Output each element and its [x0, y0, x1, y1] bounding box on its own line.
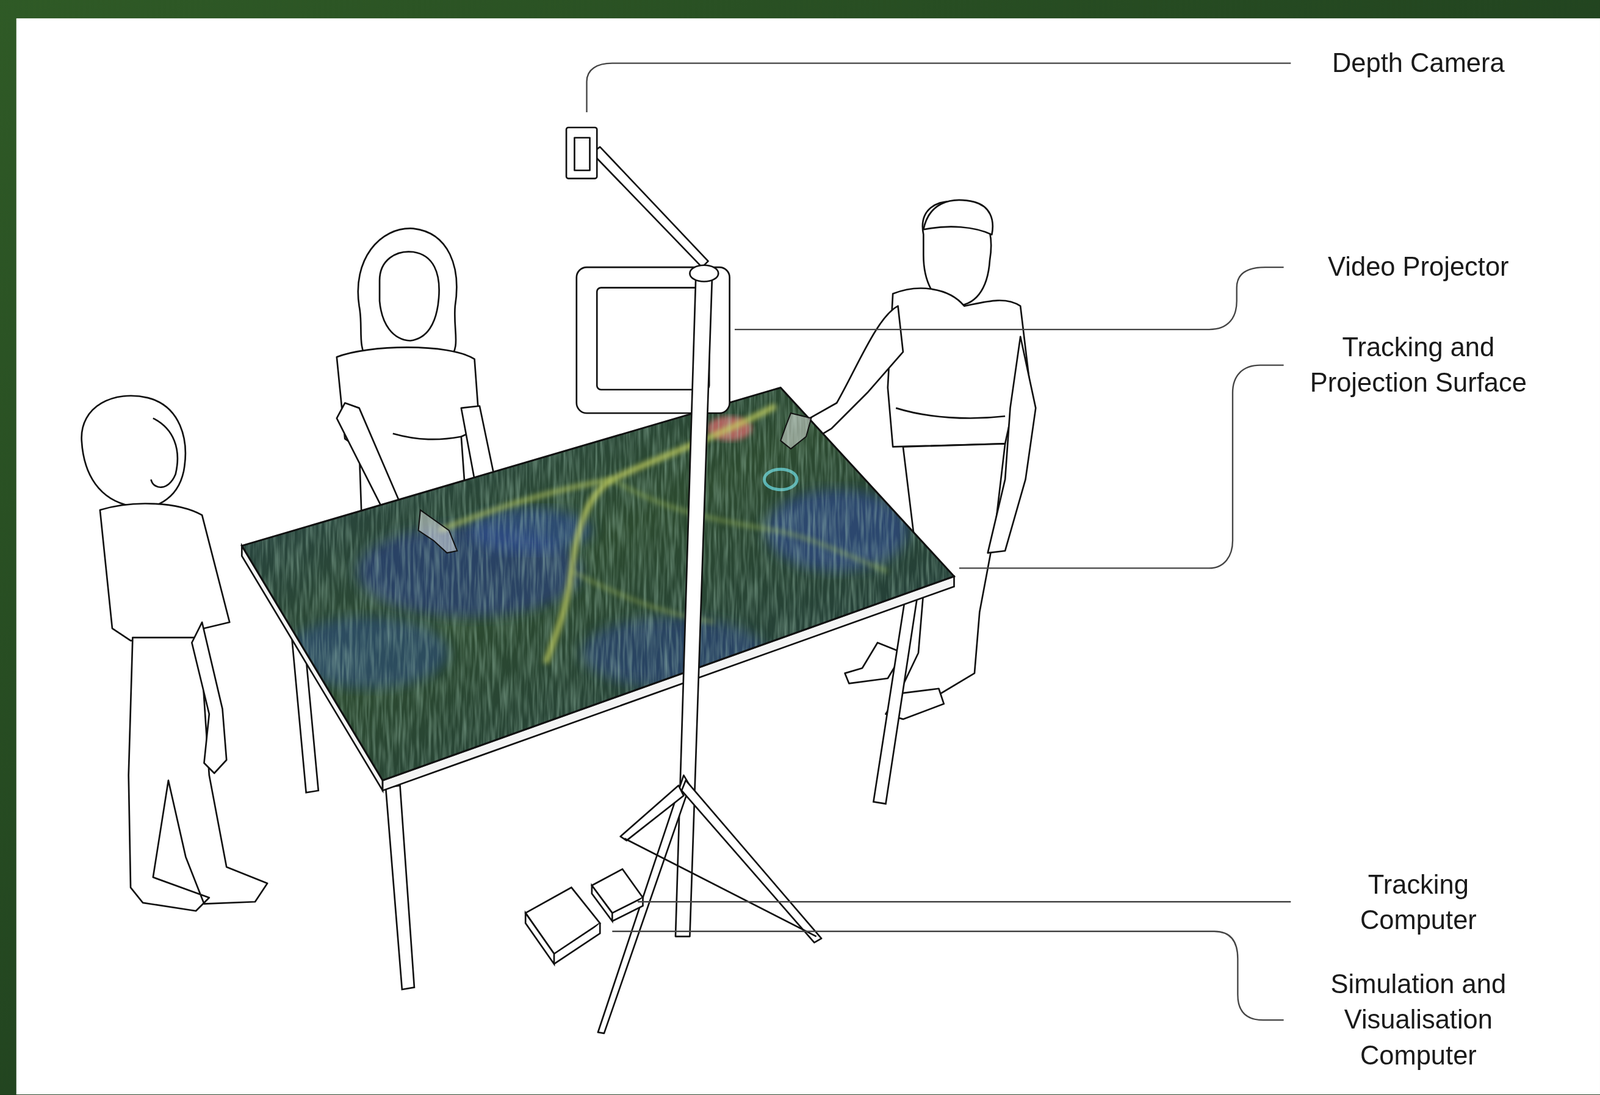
- computers-part: [554, 923, 600, 965]
- leader-line-part: [612, 931, 1284, 1021]
- part-label: Video Projector: [1265, 249, 1572, 286]
- back-people-part: [392, 433, 462, 440]
- table-surface-part: [241, 387, 954, 781]
- part-label: Tracking and Projection Surface: [1290, 329, 1546, 401]
- camera-rig-part: [689, 265, 719, 282]
- hands-part: [418, 510, 458, 553]
- camera-rig-part: [675, 273, 713, 937]
- computers-part: [525, 887, 600, 955]
- leader-line-part: [637, 901, 1291, 903]
- leader-line-part: [587, 63, 1292, 113]
- leader-line: [587, 63, 1292, 1021]
- camera-rig-part: [591, 147, 709, 268]
- back-people-part: [379, 252, 440, 342]
- front-person-part: [81, 396, 186, 508]
- back-people-part: [987, 336, 1037, 554]
- computers-part: [591, 885, 613, 922]
- computers: [525, 869, 643, 965]
- leader-line-part: [959, 365, 1284, 569]
- leader-line-part: [734, 267, 1284, 330]
- front-person-part: [128, 637, 268, 912]
- table-surface-part: [241, 387, 957, 786]
- front-person-part: [100, 504, 230, 642]
- table-surface-part: [612, 479, 888, 572]
- table-surface: [241, 387, 957, 791]
- table-legs-part: [385, 785, 415, 990]
- computers-part: [525, 913, 555, 965]
- front-person-part: [191, 622, 227, 774]
- back-people-part: [358, 228, 458, 359]
- table-legs-part: [873, 590, 919, 805]
- camera-rig-part: [624, 839, 816, 938]
- camera-rig-part: [620, 785, 685, 841]
- table-surface-part: [438, 479, 613, 531]
- white-panel: [16, 18, 1600, 1095]
- back-people-part: [895, 408, 1006, 419]
- part-label: Tracking Computer: [1341, 867, 1496, 939]
- camera-rig-part: [574, 137, 590, 171]
- part-label: Depth Camera: [1265, 45, 1572, 82]
- table-surface-part: [546, 406, 776, 664]
- front-person: [81, 396, 268, 912]
- camera-rig-part: [566, 127, 597, 179]
- part-label: Simulation and Visualisation Computer: [1318, 966, 1518, 1074]
- hands-part: [780, 413, 811, 450]
- front-person-part: [150, 418, 177, 488]
- camera-rig: [566, 127, 822, 1034]
- camera-rig-part: [681, 780, 822, 943]
- back-people-part: [923, 200, 993, 235]
- hands: [418, 413, 812, 553]
